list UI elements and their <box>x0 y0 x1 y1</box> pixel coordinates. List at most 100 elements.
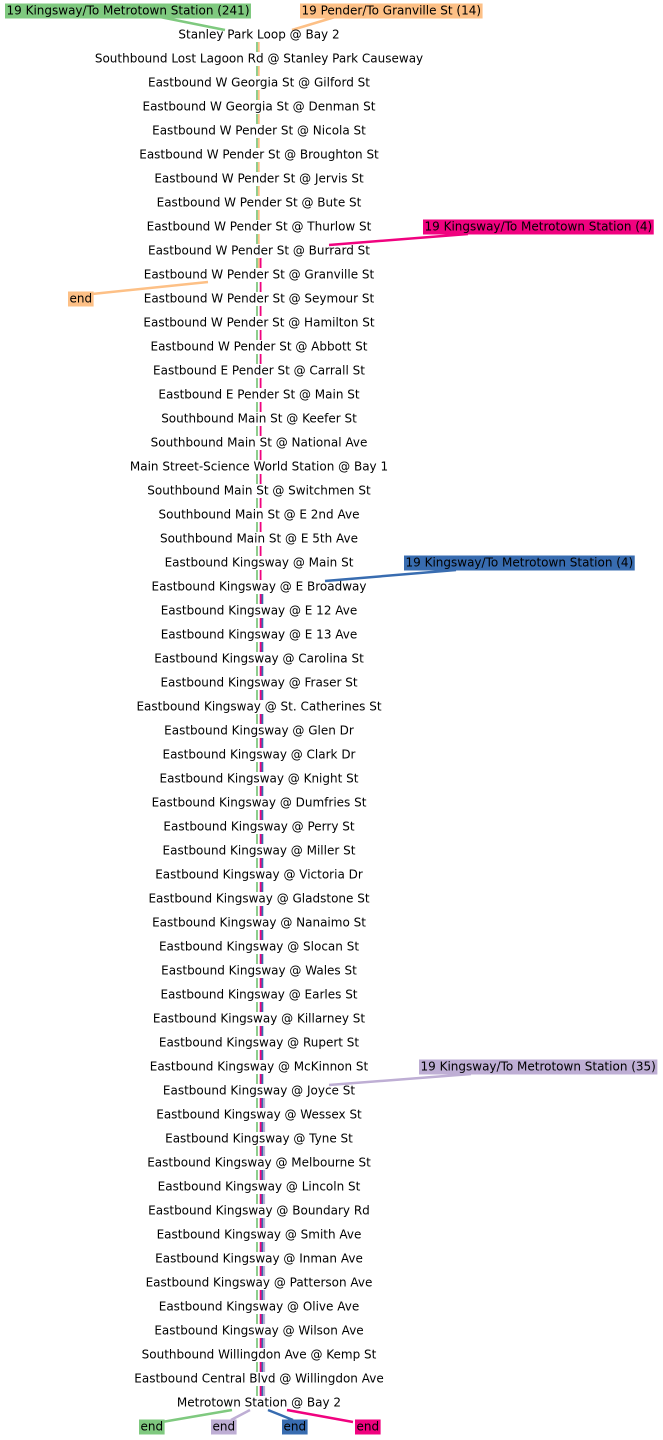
route-end-tag-text: end <box>357 1420 380 1434</box>
label-connector <box>328 232 469 247</box>
stop-label: Eastbound Kingsway @ Inman Ave <box>155 1252 363 1266</box>
stop-label: Eastbound Kingsway @ E 13 Ave <box>161 628 358 642</box>
stop-label: Eastbound Kingsway @ Carolina St <box>154 652 364 666</box>
stop-label: Eastbound Kingsway @ Miller St <box>163 844 356 858</box>
stop-label: Eastbound Kingsway @ Patterson Ave <box>146 1276 373 1290</box>
stop-label: Eastbound W Georgia St @ Gilford St <box>148 76 370 90</box>
route-start-tag-text: 19 Kingsway/To Metrotown Station (35) <box>421 1060 656 1074</box>
stop-label: Eastbound W Pender St @ Burrard St <box>148 244 370 258</box>
route-end-tag-text: end <box>70 292 93 306</box>
route-start-tag-text: 19 Pender/To Granville St (14) <box>302 4 482 18</box>
stop-label: Eastbound Kingsway @ Dumfries St <box>152 796 367 810</box>
stop-label: Eastbound Kingsway @ Main St <box>165 556 354 570</box>
route-end-tag: end <box>282 1419 308 1435</box>
stop-label: Eastbound W Pender St @ Abbott St <box>150 340 367 354</box>
route-end-tag: end <box>139 1419 165 1435</box>
label-connector <box>291 15 336 32</box>
route-start-tag: 19 Kingsway/To Metrotown Station (241) <box>5 3 251 19</box>
stop-label: Main Street-Science World Station @ Bay … <box>130 460 388 474</box>
route-start-tag-text: 19 Kingsway/To Metrotown Station (4) <box>406 556 634 570</box>
stop-label: Eastbound Kingsway @ E Broadway <box>152 580 367 594</box>
route-start-tag-text: 19 Kingsway/To Metrotown Station (241) <box>7 4 250 18</box>
stop-label: Eastbound Kingsway @ Nanaimo St <box>152 916 366 930</box>
stop-label: Eastbound Kingsway @ Perry St <box>163 820 354 834</box>
stop-label: Eastbound Kingsway @ St. Catherines St <box>136 700 381 714</box>
route-lanes <box>256 42 266 1396</box>
stop-label: Southbound Main St @ National Ave <box>151 436 368 450</box>
stop-label: Eastbound Kingsway @ Wales St <box>161 964 357 978</box>
stop-label: Eastbound W Pender St @ Nicola St <box>152 124 366 138</box>
stop-label: Eastbound Kingsway @ Wessex St <box>156 1108 362 1122</box>
route-end-tag-box <box>211 1419 237 1435</box>
route-end-tag-text: end <box>141 1420 164 1434</box>
route-start-tag-box <box>404 555 635 571</box>
route-start-tag: 19 Pender/To Granville St (14) <box>300 3 483 19</box>
stop-label: Eastbound E Pender St @ Main St <box>158 388 359 402</box>
stop-label: Eastbound W Pender St @ Granville St <box>144 268 375 282</box>
stop-label: Eastbound Kingsway @ Glen Dr <box>164 724 354 738</box>
label-connectors <box>91 15 472 1424</box>
stop-label: Eastbound Kingsway @ Olive Ave <box>159 1300 359 1314</box>
route-start-tag-box <box>300 3 483 19</box>
route-start-tag: 19 Kingsway/To Metrotown Station (35) <box>419 1059 658 1075</box>
stop-label: Eastbound Kingsway @ Tyne St <box>165 1132 353 1146</box>
stop-label: Southbound Main St @ E 2nd Ave <box>159 508 360 522</box>
route-end-tag-box <box>282 1419 308 1435</box>
route-end-tag: end <box>211 1419 237 1435</box>
stop-label: Eastbound Kingsway @ Knight St <box>160 772 359 786</box>
label-connector <box>159 15 226 32</box>
route-end-tag-box <box>139 1419 165 1435</box>
route-end-tag-text: end <box>284 1420 307 1434</box>
route-end-tag-text: end <box>213 1420 236 1434</box>
stop-label: Eastbound W Pender St @ Thurlow St <box>147 220 372 234</box>
label-connector <box>286 1408 354 1424</box>
stop-label: Southbound Willingdon Ave @ Kemp St <box>142 1348 377 1362</box>
stop-label: Eastbound W Georgia St @ Denman St <box>142 100 375 114</box>
route-start-tag: 19 Kingsway/To Metrotown Station (4) <box>404 555 635 571</box>
stop-label: Eastbound W Pender St @ Seymour St <box>144 292 375 306</box>
route-start-tag-box <box>419 1059 658 1075</box>
stop-label: Eastbound Kingsway @ Rupert St <box>159 1036 360 1050</box>
route-start-tag-box <box>5 3 251 19</box>
stop-label: Southbound Lost Lagoon Rd @ Stanley Park… <box>95 52 423 66</box>
stop-label: Eastbound Kingsway @ Clark Dr <box>162 748 355 762</box>
route-end-tag: end <box>68 291 94 307</box>
stop-label: Southbound Main St @ E 5th Ave <box>160 532 358 546</box>
stop-labels: Stanley Park Loop @ Bay 2 Southbound Lost… <box>95 28 423 1410</box>
stop-label: Eastbound Kingsway @ Slocan St <box>159 940 359 954</box>
label-connector <box>230 1408 251 1422</box>
stop-label: Eastbound Kingsway @ McKinnon St <box>150 1060 369 1074</box>
stop-label: Eastbound Kingsway @ Earles St <box>160 988 357 1002</box>
stop-label: Eastbound Central Blvd @ Willingdon Ave <box>134 1372 383 1386</box>
stop-label: Eastbound W Pender St @ Broughton St <box>139 148 379 162</box>
stop-label: Eastbound Kingsway @ Melbourne St <box>147 1156 371 1170</box>
stop-label: Eastbound Kingsway @ Gladstone St <box>148 892 369 906</box>
route-start-tag-text: 19 Kingsway/To Metrotown Station (4) <box>425 220 653 234</box>
label-connector <box>267 1408 294 1422</box>
stop-label: Eastbound Kingsway @ Fraser St <box>160 676 357 690</box>
label-connector <box>328 1072 472 1087</box>
stop-label: Stanley Park Loop @ Bay 2 <box>178 28 339 42</box>
stop-label: Southbound Main St @ Keefer St <box>161 412 357 426</box>
route-tags: 19 Kingsway/To Metrotown Station (241) 19… <box>5 3 658 1435</box>
stop-label: Eastbound W Pender St @ Hamilton St <box>143 316 374 330</box>
stop-label: Southbound Main St @ Switchmen St <box>147 484 371 498</box>
stop-label: Metrotown Station @ Bay 2 <box>177 1396 341 1410</box>
route-end-tag-box <box>355 1419 381 1435</box>
stop-label: Eastbound Kingsway @ Wilson Ave <box>154 1324 363 1338</box>
stop-label: Eastbound E Pender St @ Carrall St <box>153 364 365 378</box>
route-end-tag: end <box>355 1419 381 1435</box>
stop-label: Eastbound Kingsway @ Joyce St <box>163 1084 355 1098</box>
stop-label: Eastbound Kingsway @ Boundary Rd <box>148 1204 370 1218</box>
stop-label: Eastbound Kingsway @ E 12 Ave <box>161 604 358 618</box>
label-connector <box>324 568 457 583</box>
stop-label: Eastbound W Pender St @ Jervis St <box>154 172 364 186</box>
stop-label: Eastbound Kingsway @ Killarney St <box>153 1012 366 1026</box>
label-connector <box>161 1408 233 1424</box>
stop-label: Eastbound Kingsway @ Smith Ave <box>157 1228 362 1242</box>
route-end-tag-box <box>68 291 94 307</box>
stop-label: Eastbound Kingsway @ Victoria Dr <box>155 868 363 882</box>
label-connector <box>91 280 209 296</box>
stop-label: Eastbound W Pender St @ Bute St <box>157 196 362 210</box>
